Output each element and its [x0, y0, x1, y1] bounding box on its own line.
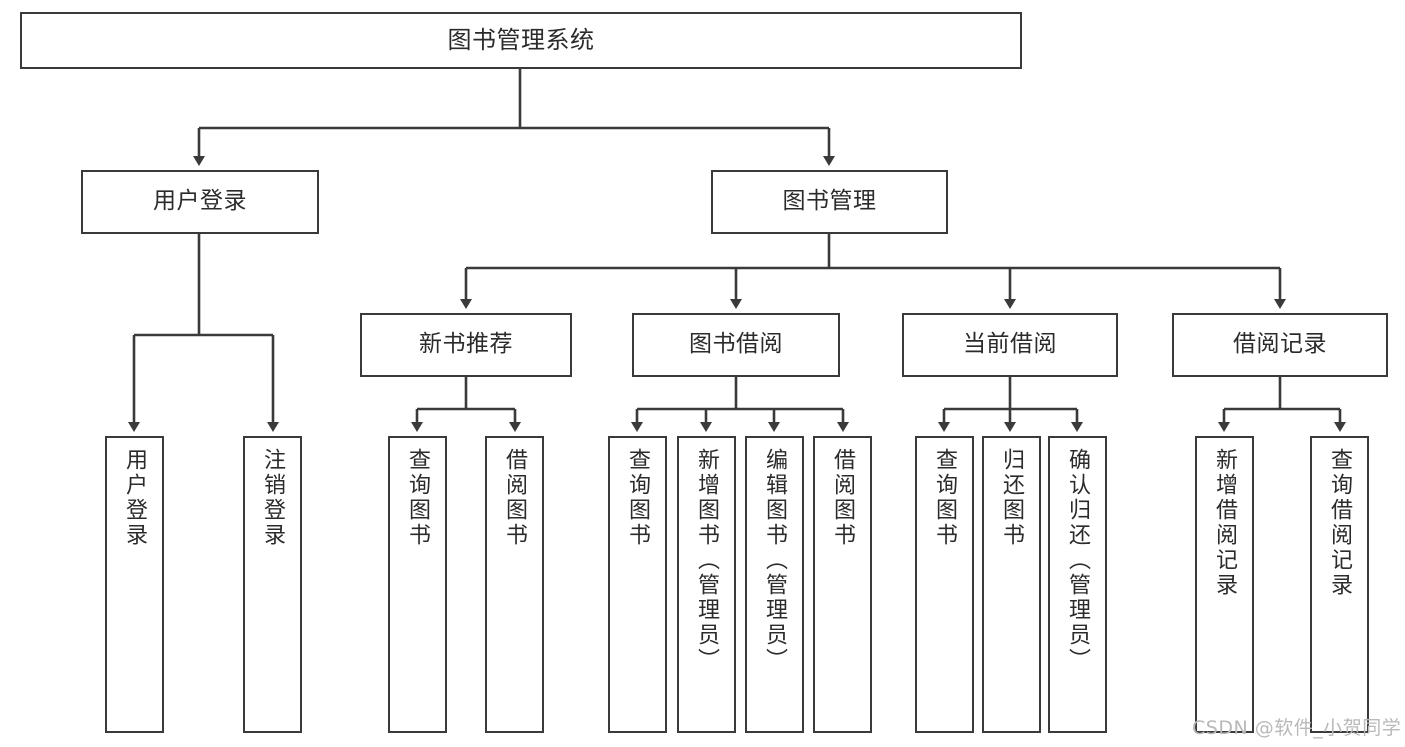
- leaf-edit-book-admin-label: 编辑图书（管理员）: [762, 448, 788, 673]
- leaf-query-borrow-record-label: 查询借阅记录: [1327, 448, 1353, 598]
- leaf-borrow-book-2-label: 借阅图书: [830, 448, 856, 548]
- node-book-borrow-label: 图书借阅: [689, 331, 783, 358]
- node-new-book-recommend[interactable]: 新书推荐: [360, 313, 572, 377]
- leaf-return-book[interactable]: 归还图书: [982, 436, 1041, 733]
- leaf-query-book-1-label: 查询图书: [405, 448, 431, 548]
- leaf-query-book-2-label: 查询图书: [625, 448, 651, 548]
- node-current-borrow-label: 当前借阅: [963, 331, 1057, 358]
- leaf-add-book-admin[interactable]: 新增图书（管理员）: [677, 436, 736, 733]
- node-current-borrow[interactable]: 当前借阅: [902, 313, 1118, 377]
- node-root[interactable]: 图书管理系统: [20, 12, 1022, 69]
- leaf-confirm-return-admin[interactable]: 确认归还（管理员）: [1048, 436, 1107, 733]
- node-new-book-recommend-label: 新书推荐: [419, 331, 513, 358]
- leaf-logout-login[interactable]: 注销登录: [243, 436, 302, 733]
- leaf-query-borrow-record[interactable]: 查询借阅记录: [1310, 436, 1369, 733]
- node-borrow-record[interactable]: 借阅记录: [1172, 313, 1388, 377]
- leaf-edit-book-admin[interactable]: 编辑图书（管理员）: [745, 436, 804, 733]
- leaf-user-login-label: 用户登录: [122, 448, 148, 548]
- leaf-borrow-book-2[interactable]: 借阅图书: [813, 436, 872, 733]
- watermark-text: CSDN @软件_小贺同学: [1192, 717, 1402, 739]
- leaf-query-book-1[interactable]: 查询图书: [388, 436, 447, 733]
- leaf-logout-login-label: 注销登录: [260, 448, 286, 548]
- leaf-borrow-book-1[interactable]: 借阅图书: [485, 436, 544, 733]
- leaf-add-borrow-record[interactable]: 新增借阅记录: [1195, 436, 1254, 733]
- leaf-user-login[interactable]: 用户登录: [105, 436, 164, 733]
- node-book-manage-label: 图书管理: [782, 188, 877, 215]
- leaf-confirm-return-admin-label: 确认归还（管理员）: [1065, 448, 1091, 673]
- leaf-add-book-admin-label: 新增图书（管理员）: [694, 448, 720, 673]
- leaf-query-book-3[interactable]: 查询图书: [915, 436, 974, 733]
- leaf-return-book-label: 归还图书: [999, 448, 1025, 548]
- node-book-manage[interactable]: 图书管理: [711, 170, 948, 234]
- node-user-login-label: 用户登录: [153, 188, 247, 215]
- node-book-borrow[interactable]: 图书借阅: [632, 313, 840, 377]
- node-user-login[interactable]: 用户登录: [81, 170, 319, 234]
- leaf-query-book-2[interactable]: 查询图书: [608, 436, 667, 733]
- leaf-borrow-book-1-label: 借阅图书: [502, 448, 528, 548]
- node-borrow-record-label: 借阅记录: [1233, 331, 1327, 358]
- leaf-query-book-3-label: 查询图书: [932, 448, 958, 548]
- leaf-add-borrow-record-label: 新增借阅记录: [1212, 448, 1238, 598]
- node-root-label: 图书管理系统: [447, 26, 595, 55]
